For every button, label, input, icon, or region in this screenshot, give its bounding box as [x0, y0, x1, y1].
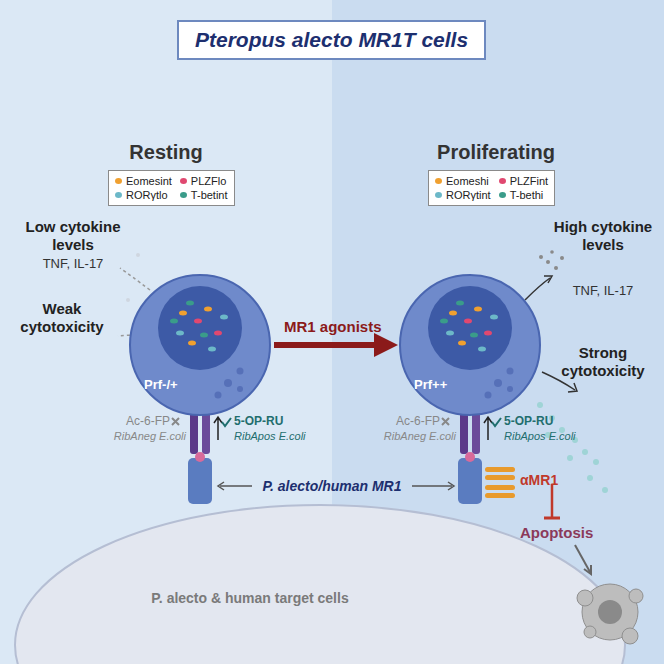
- cytokine-list: TNF, IL-17: [546, 283, 660, 299]
- cell-body: [398, 273, 542, 417]
- factor-label: PLZFlo: [180, 175, 228, 187]
- title-text: Pteropus alecto MR1T cells: [195, 28, 468, 51]
- mr1t-cell: Prf++: [398, 273, 542, 417]
- perforin-label: Prf-/+: [144, 377, 178, 392]
- perforin-label: Prf++: [414, 377, 447, 392]
- apoptosis-label: Apoptosis: [520, 524, 630, 542]
- factor-label: RORγtlo: [115, 189, 172, 201]
- factor-label: T-bethi: [499, 189, 549, 201]
- panel-heading: Resting: [96, 140, 236, 164]
- factor-label: RORγtint: [435, 189, 491, 201]
- transcription-factor-box: Eomeshi PLZFintRORγtint T-bethi: [428, 170, 555, 206]
- edge-label: MR1 agonists: [284, 318, 382, 335]
- bacteria-label: RibApos E.coli: [504, 430, 604, 443]
- antibody-label: αMR1: [520, 472, 580, 489]
- factor-label: Eomesint: [115, 175, 172, 187]
- factor-label: T-betint: [180, 189, 228, 201]
- factor-label: Eomeshi: [435, 175, 491, 187]
- mr1t-cell: Prf-/+: [128, 273, 272, 417]
- cytokine-note: Low cytokine levels: [12, 218, 134, 254]
- bacteria-label: RibAneg E.coli: [60, 430, 186, 443]
- bacteria-label: RibApos E.coli: [234, 430, 334, 443]
- bacteria-label: RibAneg E.coli: [330, 430, 456, 443]
- factor-label: PLZFint: [499, 175, 549, 187]
- target-cell-label: P. alecto & human target cells: [120, 590, 380, 607]
- mr1-label: P. alecto/human MR1: [252, 478, 412, 495]
- cytotoxicity-note: Weak cytotoxicity: [6, 300, 118, 336]
- cytotoxicity-note: Strong cytotoxicity: [546, 344, 660, 380]
- ligand-label: 5-OP-RU: [234, 414, 334, 428]
- transcription-factor-box: Eomesint PLZFloRORγtlo T-betint: [108, 170, 235, 206]
- cytokine-list: TNF, IL-17: [12, 256, 134, 272]
- cytokine-note: High cytokine levels: [546, 218, 660, 254]
- ligand-label: Ac-6-FP: [340, 414, 440, 428]
- ligand-label: 5-OP-RU: [504, 414, 604, 428]
- agonist-arrow: [274, 342, 392, 348]
- panel-heading: Proliferating: [416, 140, 576, 164]
- ligand-label: Ac-6-FP: [70, 414, 170, 428]
- cell-body: [128, 273, 272, 417]
- title-box: Pteropus alecto MR1T cells: [177, 20, 486, 60]
